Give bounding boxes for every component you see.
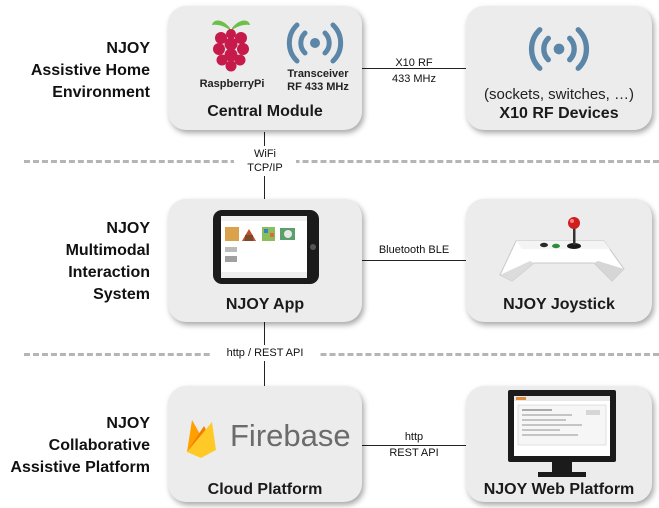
section-label-home: NJOY Assistive Home Environment	[0, 38, 150, 104]
firebase-brand-text: Firebase	[230, 418, 351, 453]
section-label-line: Assistive Home	[30, 62, 150, 79]
njoy-joystick-card: NJOY Joystick	[466, 199, 652, 322]
monitor-web-screen-icon	[508, 390, 616, 477]
wireless-signal-icon	[528, 27, 590, 71]
section-label-line: Multimodal	[65, 242, 150, 259]
wireless-signal-icon	[286, 22, 344, 64]
rpi-label: RaspberryPi	[199, 78, 265, 90]
section-divider	[24, 353, 659, 356]
transceiver-line: RF 433 MHz	[287, 81, 349, 93]
x10-devices-title: X10 RF Devices	[499, 105, 619, 122]
joystick-device-icon	[499, 217, 625, 282]
raspberry-pi-logo-icon	[212, 20, 250, 72]
link-label-line: X10 RF	[395, 57, 433, 69]
link-label-http: http REST API	[366, 430, 462, 460]
transceiver-label: Transceiver RF 433 MHz	[278, 68, 358, 94]
firebase-flame-logo-icon	[187, 420, 216, 458]
section-divider	[24, 160, 659, 163]
central-module-card: RaspberryPi Transceiver RF 433 MHz Centr…	[168, 6, 362, 130]
central-module-title: Central Module	[207, 103, 323, 120]
link-label-line: http	[404, 431, 424, 443]
x10-devices-subtitle: (sockets, switches, …)	[483, 86, 635, 103]
web-platform-title: NJOY Web Platform	[483, 481, 635, 498]
link-label-line: TCP/IP	[247, 162, 283, 174]
transceiver-line: Transceiver	[287, 68, 349, 80]
link-label-rest: http / REST API	[210, 345, 320, 361]
njoy-joystick-title: NJOY Joystick	[503, 296, 615, 313]
section-label-line: Collaborative	[48, 437, 150, 454]
link-label-line: REST API	[389, 447, 439, 459]
cloud-platform-card: Firebase Cloud Platform	[168, 386, 362, 502]
section-label-line: System	[93, 286, 150, 303]
connector-http	[362, 445, 466, 446]
link-label-wifi: WiFi TCP/IP	[234, 146, 296, 176]
njoy-app-title: NJOY App	[225, 296, 305, 313]
section-label-line: Assistive Platform	[10, 459, 150, 476]
x10-devices-card: (sockets, switches, …) X10 RF Devices	[466, 6, 652, 130]
web-platform-card: NJOY Web Platform	[466, 386, 652, 502]
section-label-line: NJOY	[106, 40, 150, 57]
link-label-text: http / REST API	[226, 347, 304, 359]
link-label-ble: Bluetooth BLE	[366, 243, 462, 257]
connector-rf	[362, 68, 466, 69]
section-label-collaborative: NJOY Collaborative Assistive Platform	[0, 413, 150, 479]
link-label-rf: X10 RF 433 MHz	[366, 56, 462, 86]
section-label-line: NJOY	[106, 415, 150, 432]
cloud-platform-title: Cloud Platform	[207, 481, 323, 498]
section-label-interaction: NJOY Multimodal Interaction System	[0, 218, 150, 306]
connector-ble	[362, 260, 466, 261]
link-label-text: Bluetooth BLE	[378, 244, 450, 256]
njoy-app-card: NJOY App	[168, 199, 362, 322]
section-label-line: Interaction	[68, 264, 150, 281]
link-label-line: WiFi	[254, 148, 276, 160]
tablet-app-screen-icon	[213, 210, 319, 284]
section-label-line: Environment	[52, 84, 150, 101]
link-label-line: 433 MHz	[391, 73, 437, 85]
section-label-line: NJOY	[106, 220, 150, 237]
